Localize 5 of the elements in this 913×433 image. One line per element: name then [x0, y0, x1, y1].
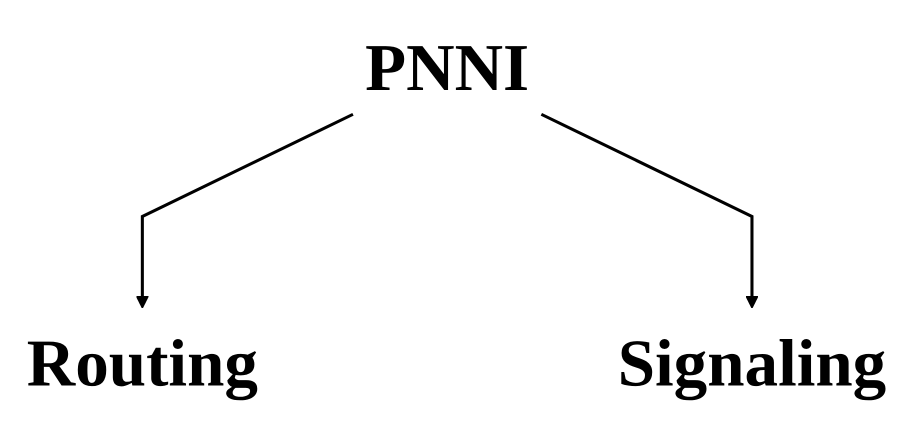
arrow: [540, 112, 759, 309]
node-text: Signaling: [618, 326, 886, 401]
node-text: PNNI: [365, 30, 530, 106]
node-text: Routing: [26, 326, 258, 401]
arrow: [136, 112, 354, 309]
